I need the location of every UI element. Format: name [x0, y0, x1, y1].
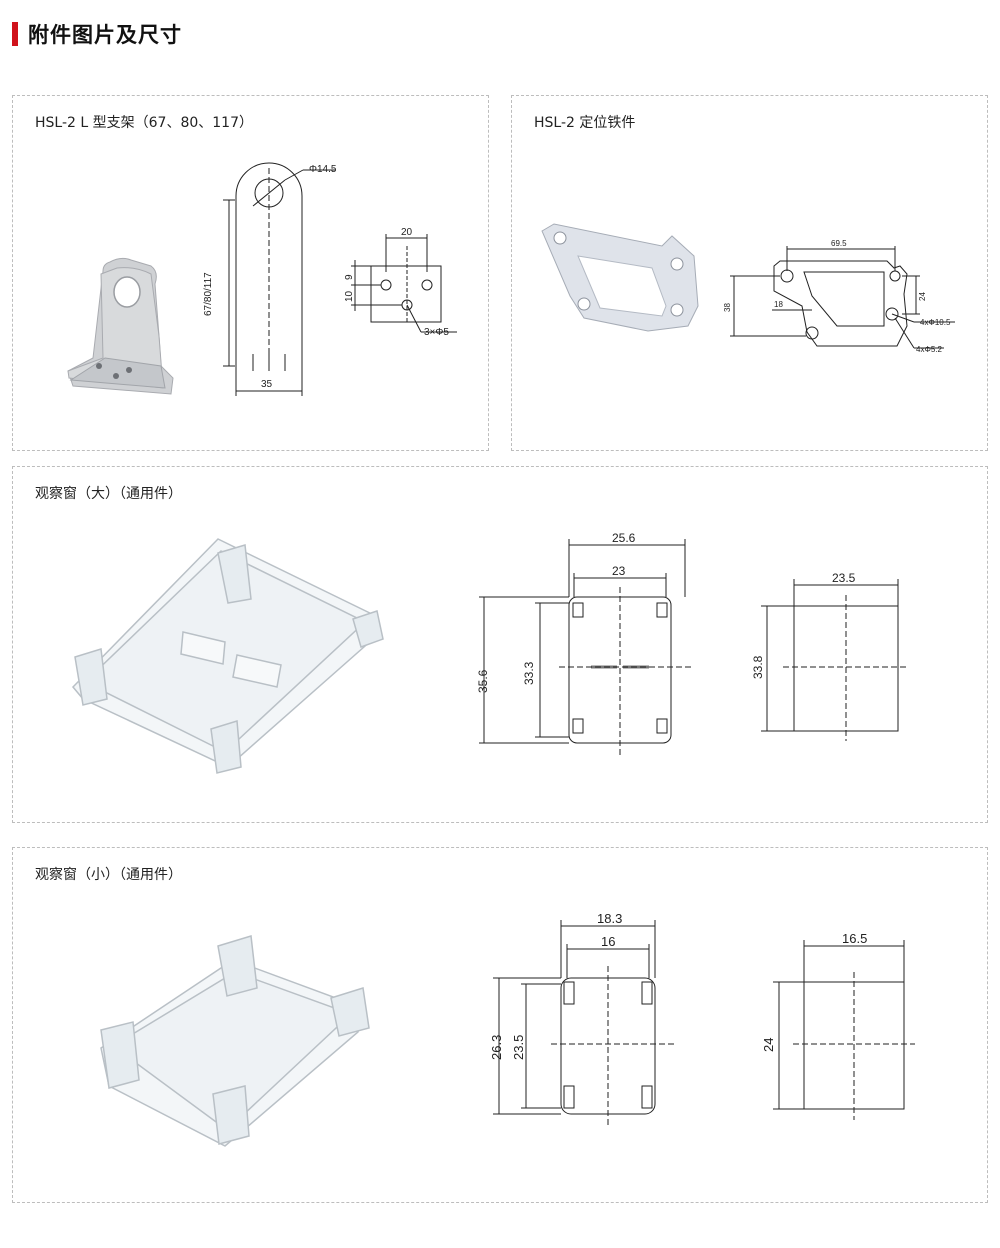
dim-offset-9: 9 [344, 274, 355, 280]
window-small-cutout-drawing [773, 940, 915, 1120]
panel-title: 观察窗（小）（通用件） [35, 867, 182, 883]
dim-outer-width: 18.3 [597, 911, 622, 926]
window-small-front-drawing [493, 920, 677, 1126]
l-bracket-front-view [223, 162, 335, 396]
dim-inner-width: 23 [612, 564, 626, 578]
panel-title: HSL-2 定位铁件 [534, 115, 636, 131]
dim-width: 35 [261, 379, 273, 390]
dim-outer-height: 35.6 [476, 669, 490, 693]
panel-title: 观察窗（大）（通用件） [35, 486, 182, 502]
dim-cut-width: 16.5 [842, 931, 867, 946]
l-bracket-side-view [351, 234, 457, 333]
dim-hole-large: 4xΦ10.5 [920, 318, 951, 327]
header-accent-bar [12, 22, 18, 46]
dim-holes: 3×Φ5 [424, 327, 449, 338]
dim-cut-height: 24 [761, 1038, 776, 1052]
dim-side: 24 [918, 292, 927, 301]
dim-top-span: 20 [401, 227, 413, 238]
dim-cut-width: 23.5 [832, 571, 856, 585]
locating-iron-drawing [730, 246, 955, 349]
window-large-front-drawing [479, 539, 693, 757]
page-header: 附件图片及尺寸 [12, 20, 182, 48]
dim-inner: 18 [774, 300, 783, 309]
dim-cut-height: 33.8 [751, 655, 765, 679]
l-bracket-photo [67, 257, 174, 395]
panel-window-large: 观察窗（大）（通用件） [12, 466, 988, 823]
window-small-photo [100, 935, 370, 1147]
dim-hole-small: 4xΦ5.2 [916, 345, 943, 354]
page-title: 附件图片及尺寸 [28, 23, 182, 47]
panel-title: HSL-2 L 型支架（67、80、117） [35, 115, 253, 131]
l-bracket-figure: Φ14.5 67/80/117 35 20 9 10 3×Φ5 [67, 162, 457, 396]
dim-offset-10: 10 [344, 290, 355, 302]
panel-l-bracket: HSL-2 L 型支架（67、80、117） [12, 95, 489, 451]
window-large-cutout-drawing [761, 579, 909, 741]
dim-inner-height: 33.3 [522, 661, 536, 685]
dim-inner-width: 16 [601, 934, 615, 949]
dim-outer-height: 26.3 [489, 1035, 504, 1060]
panel-locating-iron: HSL-2 定位铁件 [511, 95, 988, 451]
locating-iron-figure: 69.5 38 18 24 4xΦ10.5 4xΦ5.2 [541, 223, 955, 354]
dim-width: 69.5 [831, 239, 847, 248]
panel-window-small: 观察窗（小）（通用件） [12, 847, 988, 1203]
window-small-figure: 18.3 16 26.3 23.5 16.5 24 [100, 911, 915, 1147]
dim-height: 67/80/117 [203, 272, 214, 316]
locating-iron-photo [541, 223, 699, 332]
window-large-photo [71, 538, 384, 774]
dim-hole: Φ14.5 [309, 164, 337, 175]
window-large-figure: 25.6 23 35.6 33.3 23.5 33.8 [71, 531, 909, 774]
dim-outer-width: 25.6 [612, 531, 636, 545]
dim-inner-height: 23.5 [511, 1035, 526, 1060]
dim-height: 38 [723, 303, 732, 312]
